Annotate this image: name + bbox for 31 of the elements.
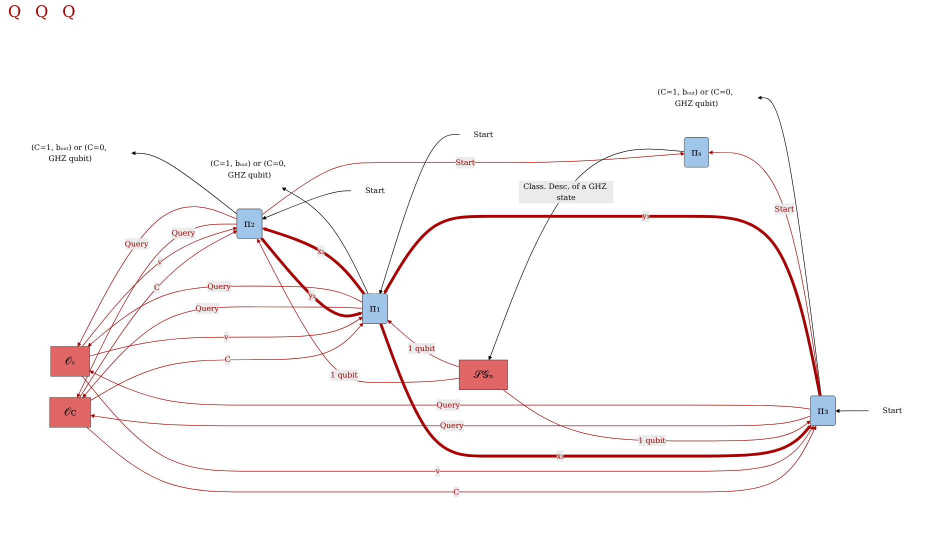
arrow: [384, 214, 822, 396]
edge-end-label: Q: [8, 2, 22, 21]
arrow: [257, 238, 460, 382]
arrow: [131, 150, 238, 214]
arrow: [90, 322, 364, 400]
edge-end-label: Q: [35, 2, 48, 21]
edge-end-label: Q: [62, 2, 76, 21]
arrow: [82, 226, 238, 346]
arrow: [262, 190, 352, 219]
arrow: [836, 408, 869, 413]
node-box: 𝒪c: [50, 396, 91, 428]
node-box: 𝒪ᵥ: [50, 346, 90, 376]
arrow: [89, 316, 363, 356]
arrow: [379, 134, 460, 294]
arrow: [262, 226, 366, 294]
arrow: [388, 319, 460, 367]
arrow: [379, 322, 812, 458]
arrow: [282, 187, 369, 294]
arrow: [90, 413, 811, 426]
arrow: [758, 95, 822, 396]
arrow: [86, 425, 816, 492]
arrow: [78, 206, 238, 346]
arrow: [82, 306, 363, 398]
arrow: [262, 151, 685, 214]
arrow: [89, 370, 811, 409]
arrow: [488, 148, 685, 360]
arrow: [260, 236, 363, 317]
arrow: [82, 375, 814, 472]
arrow: [88, 285, 363, 346]
arrow: [502, 388, 811, 441]
node-box: 𝒮𝒢ₙ: [458, 359, 508, 390]
